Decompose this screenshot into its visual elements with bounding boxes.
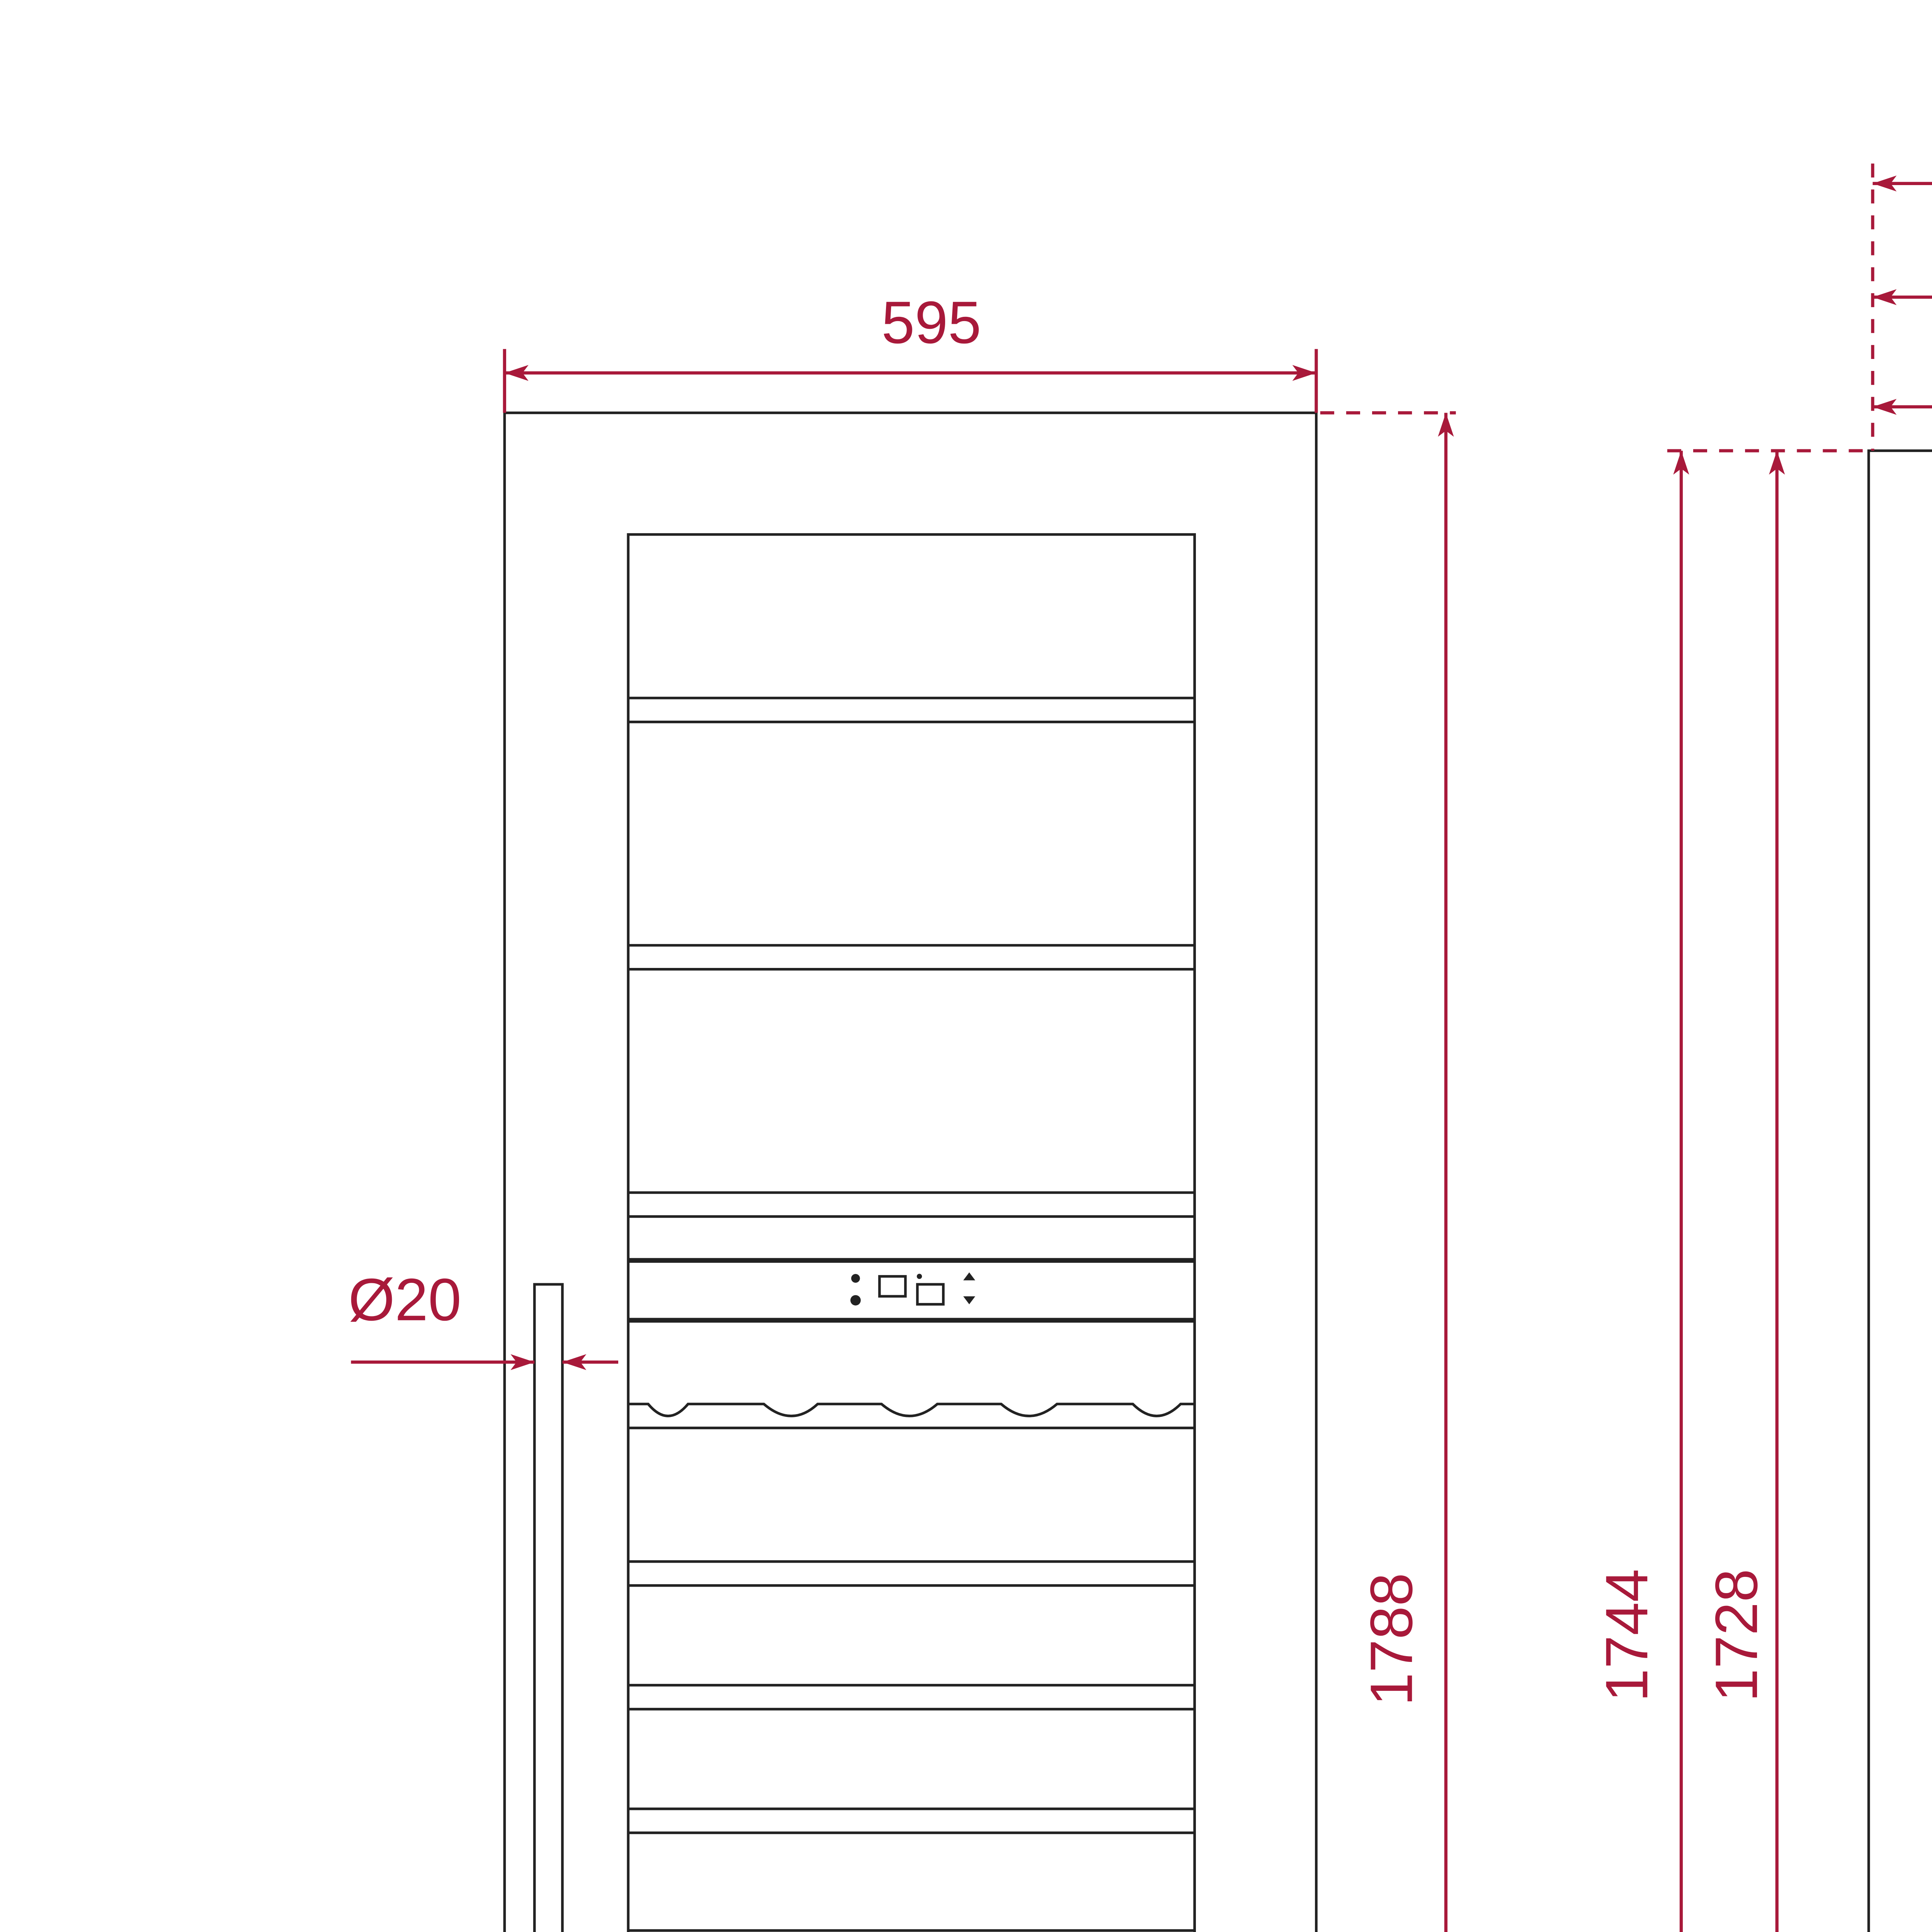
side-depth-dimensions: 602 557 520 [1871,163,1932,451]
handle-diameter-dimension: Ø20 [348,1266,618,1370]
upper-control-panel [850,1272,975,1306]
height-label-1728: 1728 [1703,1569,1770,1702]
height-label: 1788 [1358,1573,1425,1706]
display-icon [878,1275,907,1298]
drop-icon [851,1274,860,1283]
width-label: 595 [881,289,981,356]
front-door-outline [503,412,1318,1932]
glass-panel [627,533,1196,1932]
cabinet-body [1867,449,1932,1932]
arrow-up-icon [963,1272,975,1281]
fan-icon [850,1295,861,1306]
shelves [628,697,1195,1932]
front-height-dimension: 1788 [1320,411,1456,1932]
door-handle [533,1283,564,1932]
light-display-icon [916,1283,945,1306]
side-height-dimensions: 1744 1728 [1593,449,1869,1932]
light-indicator-icon [917,1274,922,1279]
height-label-1744: 1744 [1593,1569,1660,1702]
front-width-dimension: 595 [503,289,1318,413]
side-view [1867,449,1932,1932]
arrow-down-icon [963,1296,975,1304]
diameter-label: Ø20 [348,1266,461,1333]
front-view [503,412,1318,1932]
